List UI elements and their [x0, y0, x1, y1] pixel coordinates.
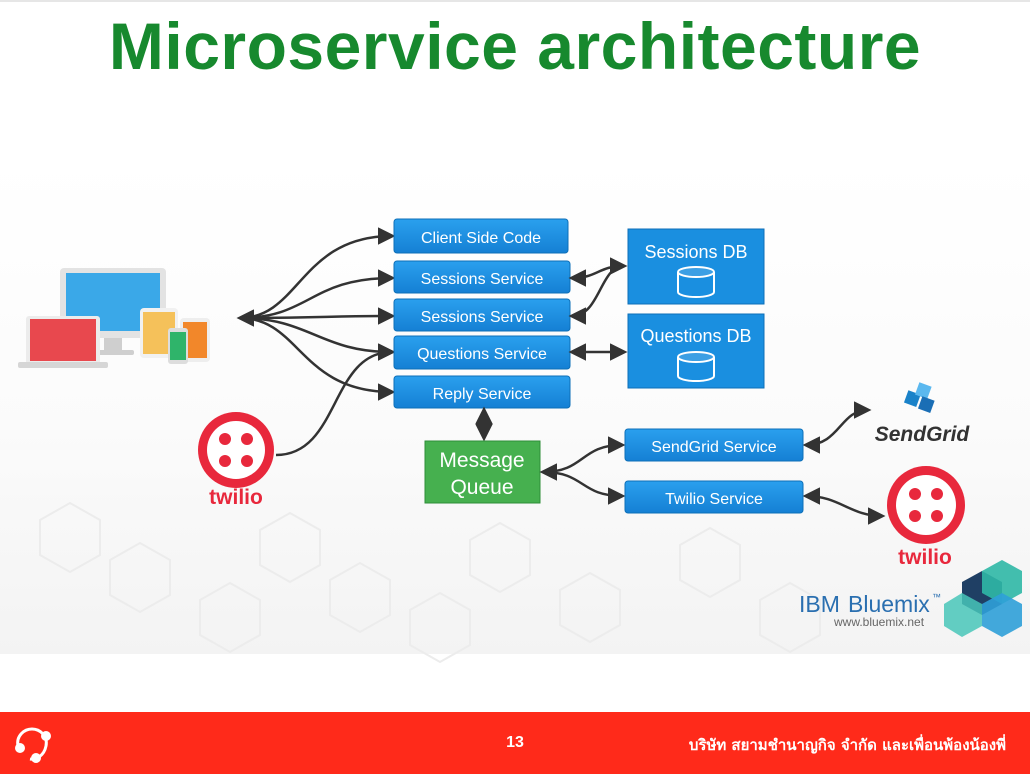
service-label: SendGrid Service [651, 439, 776, 456]
sendgrid-wordmark: SendGrid [875, 423, 971, 446]
database-icon [677, 351, 715, 382]
bluemix-ibm: IBM [799, 591, 840, 617]
service-label: Reply Service [433, 386, 532, 403]
twilio-wordmark: twilio [898, 546, 952, 569]
service-twilio: Twilio Service [624, 480, 804, 514]
questions-db: Questions DB [627, 313, 765, 389]
service-questions: Questions Service [393, 335, 571, 370]
database-icon [677, 266, 715, 298]
service-label: Sessions Service [421, 309, 544, 326]
service-label: Sessions Service [421, 271, 544, 288]
bluemix-logo-icon: IBM Bluemix ™ www.bluemix.net [799, 560, 1022, 637]
db-label: Questions DB [640, 326, 751, 346]
top-divider [0, 0, 1030, 2]
queue-label-line2: Queue [450, 476, 513, 499]
message-queue: Message Queue [424, 440, 541, 504]
company-name: บริษัท สยามชำนาญกิจ จำกัด และเพื่อนพ้องน… [688, 736, 1006, 754]
sendgrid-logo-icon: SendGrid [875, 382, 971, 446]
footer-bar: 13 บริษัท สยามชำนาญกิจ จำกัด และเพื่อนพ้… [0, 712, 1030, 774]
company-logo-icon [15, 727, 51, 763]
service-label: Questions Service [417, 346, 547, 363]
service-label: Client Side Code [421, 230, 541, 247]
device-arrows [236, 227, 396, 457]
service-client-side-code: Client Side Code [393, 218, 569, 254]
db-label: Sessions DB [644, 242, 747, 262]
bluemix-tm: ™ [932, 592, 941, 602]
service-sessions-2: Sessions Service [393, 298, 571, 332]
page-title: Microservice architecture [108, 9, 922, 83]
sessions-db: Sessions DB [627, 228, 765, 305]
service-reply: Reply Service [393, 375, 571, 409]
hexagon-pattern [39, 501, 821, 664]
queue-arrows [539, 401, 886, 525]
twilio-logo-icon: twilio [887, 466, 965, 569]
service-sessions-1: Sessions Service [393, 260, 571, 294]
twilio-logo-icon: twilio [198, 412, 274, 509]
service-label: Twilio Service [665, 491, 763, 508]
twilio-wordmark: twilio [209, 486, 263, 509]
bluemix-url: www.bluemix.net [833, 615, 925, 629]
devices-icon [18, 268, 210, 368]
db-arrows [475, 257, 628, 442]
queue-label-line1: Message [439, 449, 524, 472]
service-sendgrid: SendGrid Service [624, 428, 804, 462]
page-number: 13 [506, 734, 524, 751]
bluemix-name: Bluemix [848, 591, 930, 617]
